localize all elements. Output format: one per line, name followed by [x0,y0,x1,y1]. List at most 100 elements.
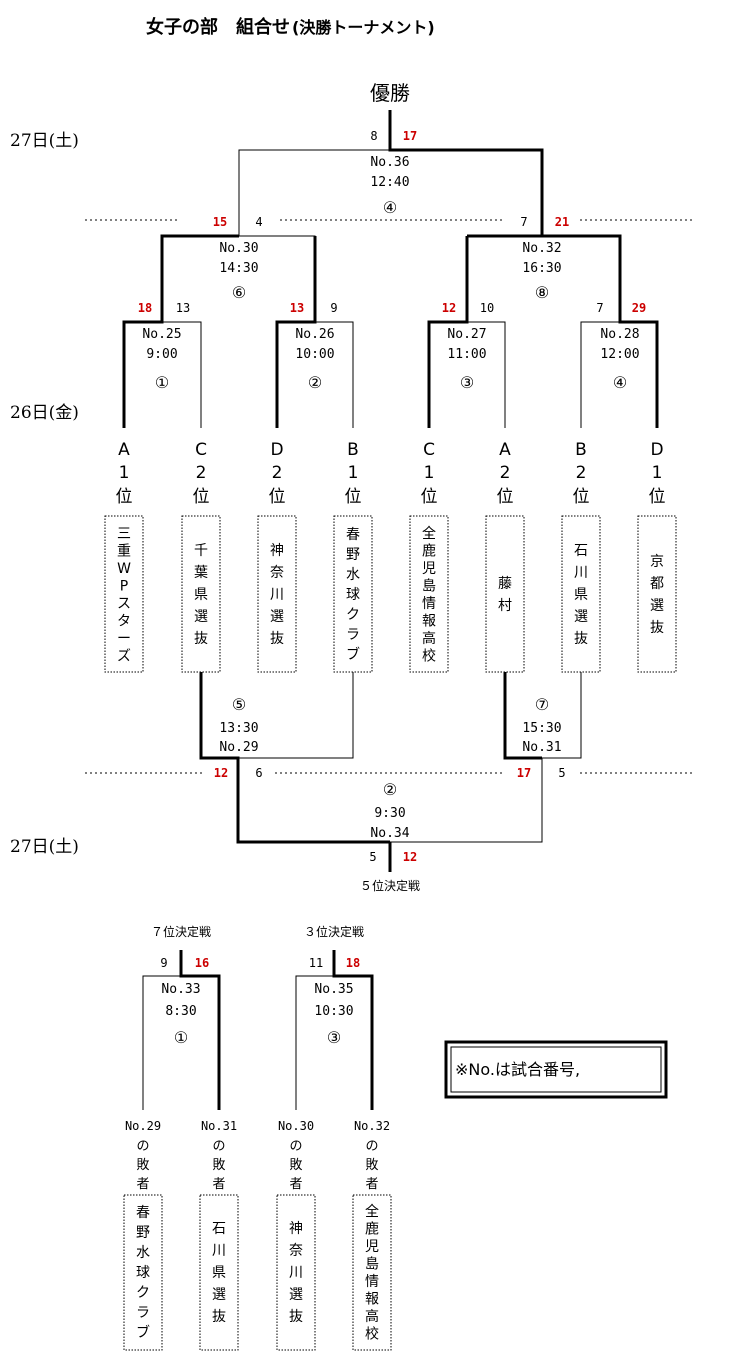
team-name: 千葉県選抜 [194,543,208,647]
court-number: ④ [383,198,397,217]
champion-label: 優勝 [370,81,410,105]
score: 5 [369,850,376,864]
seed-rank: 1 [348,463,359,483]
match-time: 10:30 [314,1004,353,1019]
match-time: 12:40 [370,175,409,190]
team-box [333,515,373,673]
team-box [409,515,449,673]
team-name: 石川県選抜 [574,543,588,647]
seed-suffix: 位 [345,487,362,507]
winner-score: 15 [213,215,227,229]
team-name: 石川県選抜 [212,1221,226,1325]
seed-suffix: 位 [497,487,514,507]
day-label: 27日(土) [10,837,79,857]
seed-group: D [650,440,663,460]
team-name: 全鹿児島情報高校 [365,1203,379,1343]
seed-group: B [347,440,359,460]
match-time: 15:30 [522,721,561,736]
team-box [181,515,221,673]
team-box [199,1194,239,1351]
team-box [637,515,677,673]
match-number: No.34 [370,826,409,841]
loser-word: 敗者 [365,1158,378,1192]
match-time: 9:30 [374,806,405,821]
seed-suffix: 位 [116,487,133,507]
match-number: No.29 [219,740,258,755]
team-name: 神奈川選抜 [289,1221,303,1325]
match-number: No.28 [600,327,639,342]
seed-group: D [270,440,283,460]
page-subtitle: (決勝トーナメント) [292,18,435,37]
match-number: No.31 [522,740,561,755]
seed-group: C [423,440,435,460]
score: 13 [176,301,190,315]
score: 10 [480,301,494,315]
loser-of: の [136,1139,149,1154]
winner-score: 12 [442,301,456,315]
match-number: No.27 [447,327,486,342]
day-separator [85,219,695,774]
placement-label: ３位決定戦 [304,924,364,939]
match-number: No.36 [370,155,409,170]
loser-source: No.29 [125,1119,161,1133]
court-number: ⑤ [232,695,246,714]
loser-source: No.31 [201,1119,237,1133]
loser-source: No.32 [354,1119,390,1133]
team-name: 春野水球クラブ [136,1205,150,1341]
loser-word: 敗者 [289,1158,302,1192]
winner-score: 18 [138,301,152,315]
team-name: 神奈川選抜 [270,543,284,647]
winner-score: 12 [214,766,228,780]
page-title: 女子の部 組合せ [146,16,290,38]
seed-rank: 1 [652,463,663,483]
note-box: ※No.は試合番号, [444,1040,668,1099]
seed-group: A [118,440,130,460]
winner-score: 21 [555,215,569,229]
match-number: No.33 [161,982,200,997]
match-time: 11:00 [447,347,486,362]
team-name: 藤村 [498,576,512,614]
loser-word: 敗者 [212,1158,225,1192]
winner-score: 13 [290,301,304,315]
team-box [352,1194,392,1351]
placement-label: ７位決定戦 [151,924,211,939]
score: 9 [160,956,167,970]
winner-score: 12 [403,850,417,864]
court-number: ② [383,780,397,799]
seed-suffix: 位 [269,487,286,507]
bracket-lines-thick [122,110,659,1110]
match-number: No.35 [314,982,353,997]
team-box [276,1194,316,1351]
seed-rank: 2 [576,463,587,483]
seed-suffix: 位 [573,487,590,507]
placement-label: ５位決定戦 [360,878,420,893]
seed-suffix: 位 [649,487,666,507]
score: 4 [255,215,262,229]
match-time: 16:30 [522,261,561,276]
team-box [257,515,297,673]
score: 6 [255,766,262,780]
winner-score: 18 [346,956,360,970]
seed-group: A [499,440,511,460]
seed-suffix: 位 [193,487,210,507]
court-number: ③ [327,1028,341,1047]
match-time: 13:30 [219,721,258,736]
court-number: ② [308,373,322,392]
team-box [123,1194,163,1351]
match-time: 9:00 [146,347,177,362]
match-time: 8:30 [165,1004,196,1019]
score: 9 [330,301,337,315]
match-number: No.25 [142,327,181,342]
match-number: No.30 [219,241,258,256]
winner-score: 29 [632,301,646,315]
